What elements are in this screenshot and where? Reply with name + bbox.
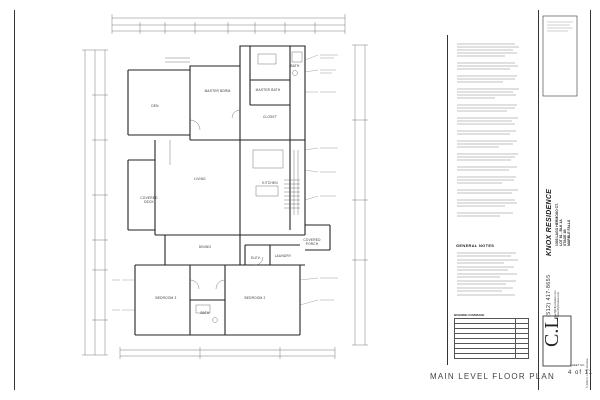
room-label-bath: BATH	[200, 311, 210, 315]
general-notes-title: GENERAL NOTES	[456, 243, 495, 248]
room-label-dining: DINING	[198, 245, 212, 249]
address-line: MARBLE FALLS	[567, 219, 571, 246]
schedule-cell	[514, 352, 530, 359]
room-label-master-bedroom: MASTER BDRM.	[204, 89, 232, 93]
schedule-table	[454, 318, 530, 359]
plan-notes-divider	[447, 35, 448, 365]
room-label-living: LIVING	[194, 177, 206, 181]
firm-logo: C.L. FRY	[542, 315, 572, 367]
room-label-master-bath: MASTER BATH	[255, 88, 281, 92]
svg-text:C.L. FRY: C.L. FRY	[542, 315, 563, 347]
schedule-cell	[454, 352, 516, 359]
schedule-title: BUILDING COVERAGE	[454, 313, 485, 317]
sheet-number: 4 of 11	[568, 370, 593, 376]
sheet-number-label: SHEET NO.	[570, 363, 586, 367]
room-label-covered-porch: COVERED PORCH	[303, 238, 321, 246]
room-label-bedroom-2: BEDROOM 2	[244, 296, 266, 300]
sheet-border-left	[14, 10, 15, 390]
room-label-closet: CLOSET	[263, 115, 277, 119]
web-line: www.cfrycreative.com	[557, 291, 561, 317]
room-label-den: DEN	[151, 104, 159, 108]
coverage-schedule: BUILDING COVERAGE	[454, 313, 530, 359]
general-notes-lines	[457, 252, 518, 296]
room-label-bedroom-3: BEDROOM 3	[155, 296, 177, 300]
plan-title: MAIN LEVEL FLOOR PLAN	[430, 372, 555, 381]
firm-phone: (512) 417-8655	[546, 274, 552, 317]
room-label-kitchen: KITCHEN	[262, 181, 278, 185]
room-label-covered-deck: COVERED DECK	[140, 196, 158, 204]
project-name: KNOX RESIDENCE	[546, 188, 553, 256]
copyright: © 2022 C. L. Fry Creative	[586, 358, 589, 388]
room-label-bath-sm: BATH	[290, 64, 300, 68]
title-block-border	[538, 10, 539, 390]
notes-fine-print	[457, 43, 519, 217]
schedule-row	[454, 352, 530, 359]
title-block-stamp	[542, 15, 578, 97]
sheet-border-right	[590, 10, 591, 390]
room-label-laundry: LAUNDRY	[274, 254, 292, 258]
room-label-elev: ELEV.	[251, 256, 261, 260]
